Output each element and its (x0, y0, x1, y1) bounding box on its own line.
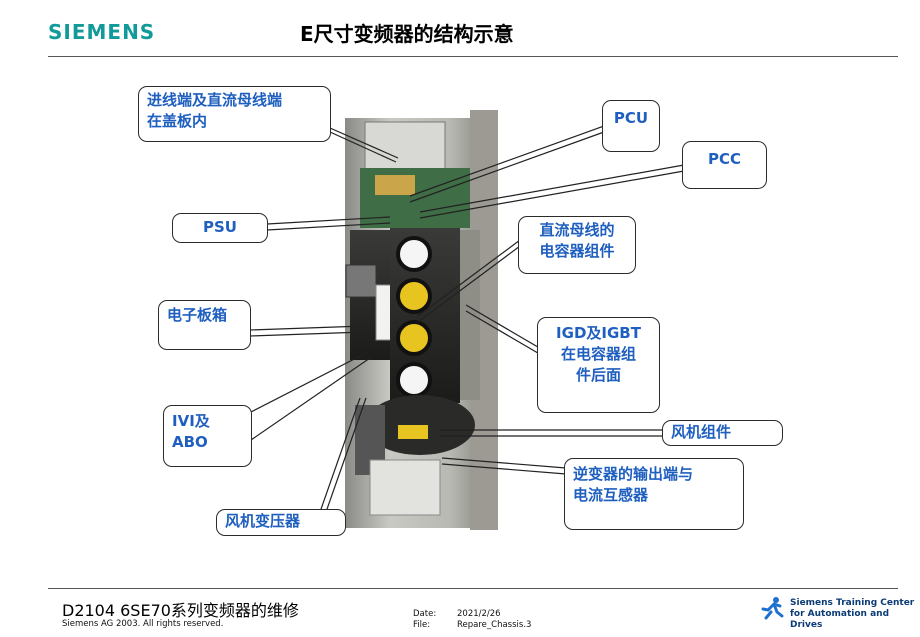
training-center-icon (761, 597, 784, 620)
label-fan-assembly: 风机组件 (662, 420, 783, 446)
label-inverter-output: 逆变器的输出端与电流互感器 (564, 458, 744, 530)
label-electronics-box: 电子板箱 (158, 300, 251, 350)
file-value: Repare_Chassis.3 (457, 620, 532, 630)
course-title: D2104 6SE70系列变频器的维修 (62, 601, 299, 620)
leader-lines (249, 125, 685, 513)
fan-label (398, 425, 428, 439)
operator-panel (345, 264, 377, 298)
header-divider (48, 56, 898, 57)
capacitors (396, 236, 432, 398)
training-center-name: Siemens Training Center for Automation a… (790, 598, 915, 630)
footer-divider (48, 588, 898, 589)
output-terminal-cover (369, 459, 441, 516)
top-cover (364, 121, 446, 171)
heatsink (460, 230, 480, 400)
date-label: Date: (413, 609, 437, 619)
siemens-logo: SIEMENS (48, 20, 156, 44)
date-value: 2021/2/26 (457, 609, 501, 619)
copyright: Siemens AG 2003. All rights reserved. (62, 619, 224, 629)
file-label: File: (413, 620, 431, 630)
board-component (375, 175, 415, 195)
page-title: E尺寸变频器的结构示意 (300, 22, 514, 46)
label-inlet-terminals: 进线端及直流母线端在盖板内 (138, 86, 331, 142)
label-fan-transformer: 风机变压器 (216, 509, 346, 536)
label-capacitor-bank: 直流母线的电容器组件 (518, 216, 636, 274)
label-pcc: PCC (682, 141, 767, 189)
label-psu: PSU (172, 213, 268, 243)
label-pcu: PCU (602, 100, 660, 152)
